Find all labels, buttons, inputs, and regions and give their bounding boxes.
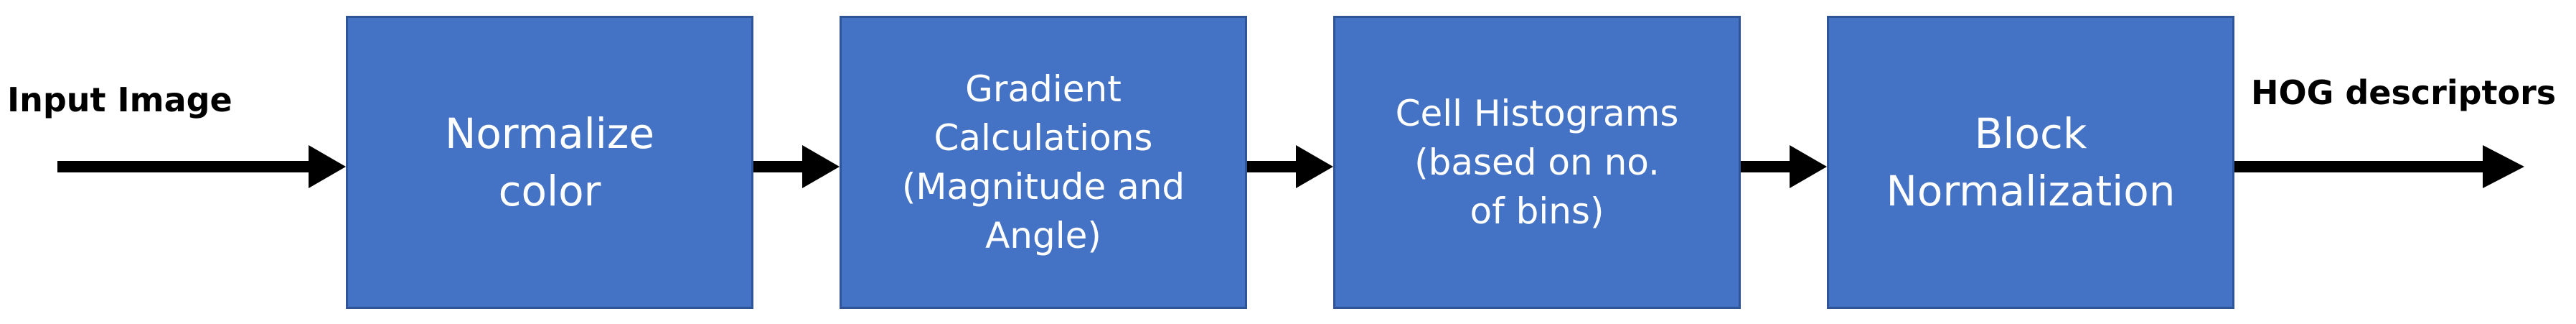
input-label: Input Image bbox=[7, 80, 232, 119]
arrow-histograms-to-block bbox=[1741, 145, 1827, 188]
step-gradient-calculations: Gradient Calculations (Magnitude and Ang… bbox=[840, 16, 1247, 309]
step-block-normalization-label: Block Normalization bbox=[1886, 109, 2176, 216]
step-normalize-color-label: Normalize color bbox=[444, 109, 655, 216]
step-block-normalization: Block Normalization bbox=[1827, 16, 2234, 309]
arrow-block-to-output bbox=[2234, 145, 2524, 188]
step-normalize-color: Normalize color bbox=[346, 16, 753, 309]
arrow-gradient-to-histograms bbox=[1247, 145, 1333, 188]
step-gradient-calculations-label: Gradient Calculations (Magnitude and Ang… bbox=[901, 68, 1185, 256]
arrow-input-to-normalize bbox=[57, 145, 346, 188]
step-cell-histograms: Cell Histograms (based on no. of bins) bbox=[1333, 16, 1741, 309]
step-cell-histograms-label: Cell Histograms (based on no. of bins) bbox=[1395, 93, 1679, 232]
arrow-normalize-to-gradient bbox=[753, 145, 840, 188]
output-label: HOG descriptors bbox=[2251, 73, 2557, 112]
